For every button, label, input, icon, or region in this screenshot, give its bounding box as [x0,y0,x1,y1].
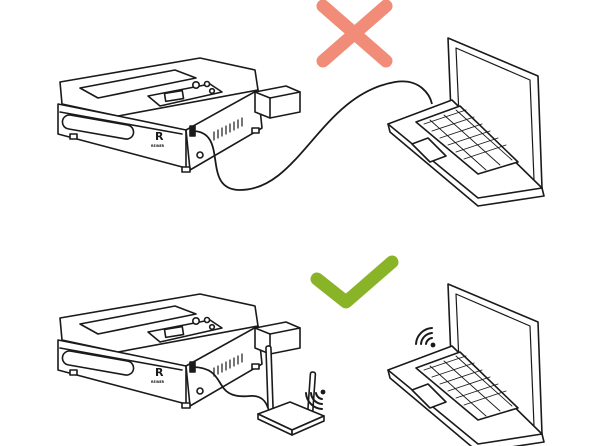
wifi-signal-icon [415,327,437,349]
wired-connection-row: R REINER [57,0,545,207]
brand-logo-letter: R [155,130,164,143]
usb-cable [192,80,433,191]
laptop-computer [387,283,545,446]
checkmark-icon [310,255,399,309]
brand-logo-letter: R [155,366,164,379]
wireless-connection-row: R REINER [57,255,545,446]
laser-engraver-machine: R REINER [57,293,301,409]
laptop-computer [387,37,545,207]
module-cable [192,366,269,409]
cross-icon [316,0,393,68]
wifi-module [257,345,325,436]
brand-logo-wordmark: REINER [151,144,165,148]
brand-logo-wordmark: REINER [151,380,165,384]
laser-engraver-machine: R REINER [57,57,301,173]
